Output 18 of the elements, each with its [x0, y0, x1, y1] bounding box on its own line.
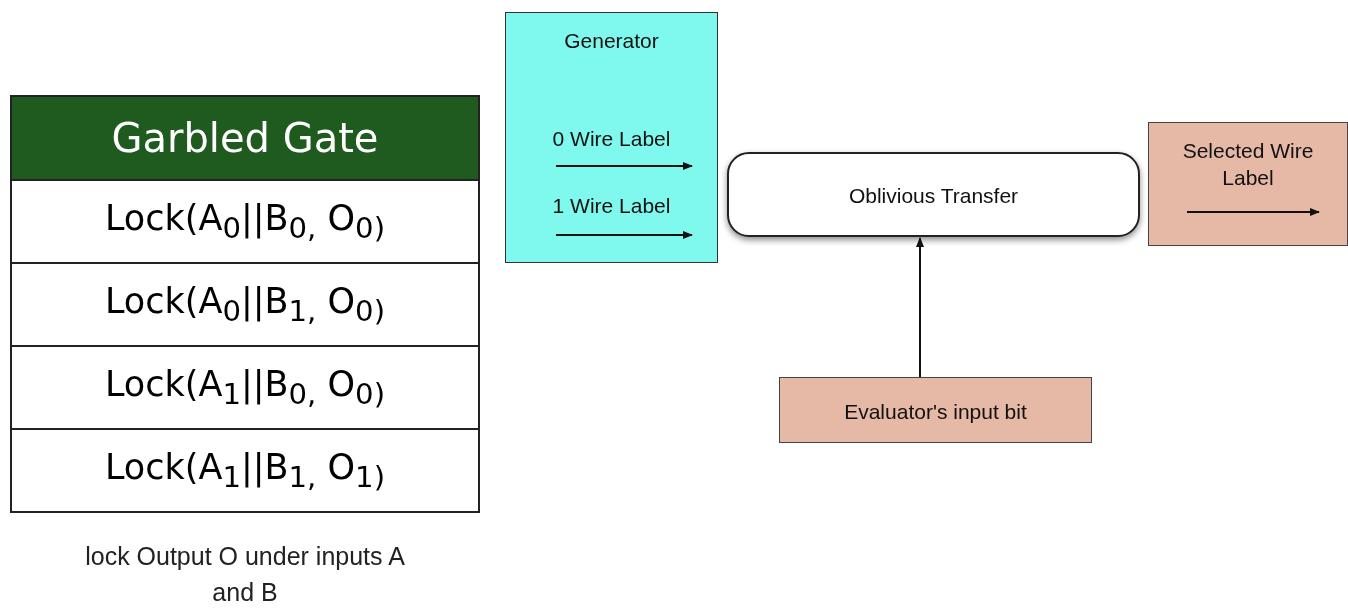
arrow — [916, 237, 924, 378]
table-row: Lock(A$_{1}$||B$_{0,}$ O$_{0)}$ — [12, 345, 478, 428]
box-label: 0 Wire Label — [552, 127, 671, 150]
box-label: Evaluator's input bit — [844, 400, 1027, 423]
table-row: Lock(A$_{0}$||B$_{0,}$ O$_{0)}$ — [12, 181, 478, 262]
box-label: Generator — [564, 29, 659, 52]
table-row: Lock(A$_{0}$||B$_{1,}$ O$_{0)}$ — [12, 262, 478, 345]
caption: lock Output O under inputs A and B — [85, 541, 405, 608]
box — [505, 12, 718, 263]
box-label: 1 Wire Label — [552, 194, 671, 217]
table-frame — [10, 95, 480, 513]
table-row: Lock(A$_{1}$||B$_{1,}$ O$_{1)}$ — [12, 428, 478, 511]
process-box — [727, 152, 1140, 237]
box — [1148, 122, 1348, 246]
table-header: Garbled Gate — [12, 97, 478, 181]
box-label: Selected Wire Label — [1182, 139, 1314, 190]
box — [779, 377, 1092, 443]
box-label: Oblivious Transfer — [848, 184, 1019, 207]
